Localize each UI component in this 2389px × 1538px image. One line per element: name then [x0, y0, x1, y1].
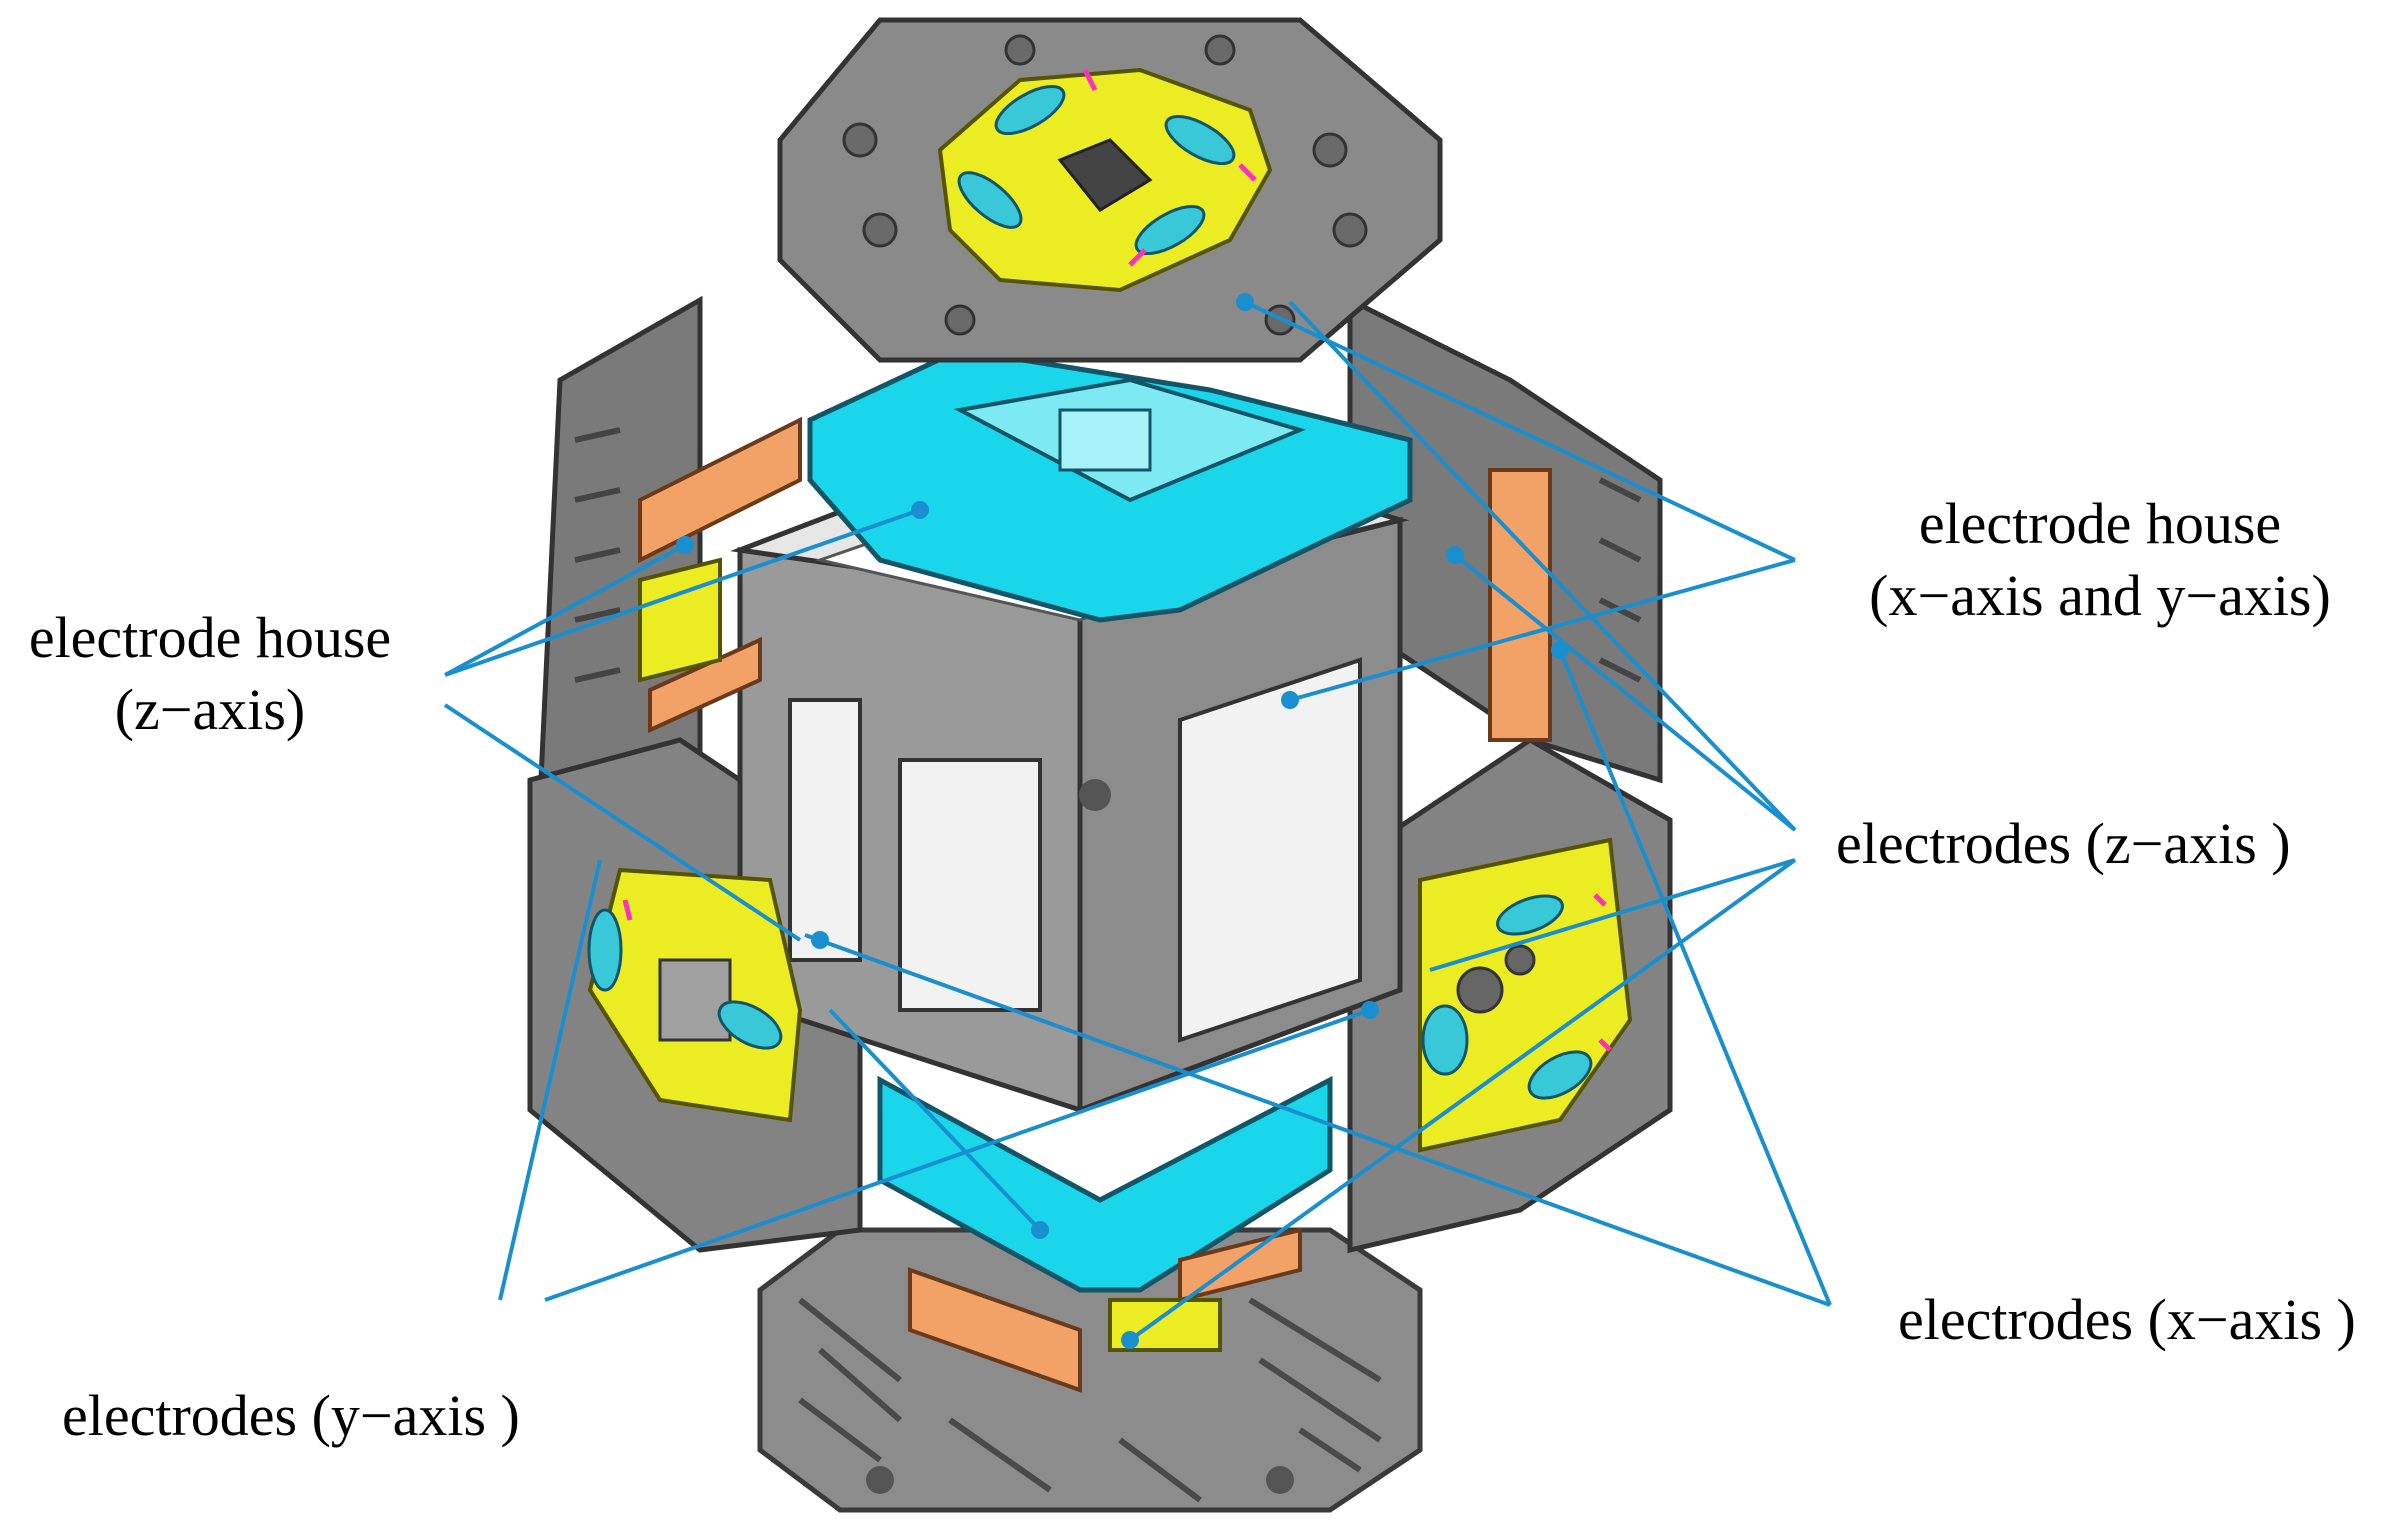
label-electrode-house-xy: electrode house (x−axis and y−axis)	[1840, 488, 2360, 632]
label-electrodes-z: electrodes (z−axis )	[1836, 811, 2291, 876]
electrode-house-top	[807, 347, 1413, 623]
label-electrodes-y: electrodes (y−axis )	[62, 1383, 520, 1448]
pointer-lines	[443, 300, 1832, 1342]
yellow-electrodes	[587, 557, 1633, 1352]
electrode-house-bottom	[877, 1075, 1333, 1293]
label-electrode-house-z: electrode house (z−axis)	[10, 602, 410, 746]
top-octagonal-plate	[777, 17, 1443, 363]
label-electrode-house-xy-line1: electrode house	[1918, 491, 2282, 556]
label-electrode-house-z-line1: electrode house	[28, 605, 392, 670]
orange-electrodes	[638, 416, 1552, 1393]
magenta-markers	[622, 68, 1612, 1052]
label-electrode-house-xy-line2: (x−axis and y−axis)	[1869, 563, 2331, 628]
label-electrode-house-z-line2: (z−axis)	[114, 677, 306, 742]
pointer-arrowheads	[676, 293, 1569, 1349]
label-electrodes-x: electrodes (x−axis )	[1898, 1287, 2356, 1352]
electrode-clamps	[587, 84, 1593, 1100]
